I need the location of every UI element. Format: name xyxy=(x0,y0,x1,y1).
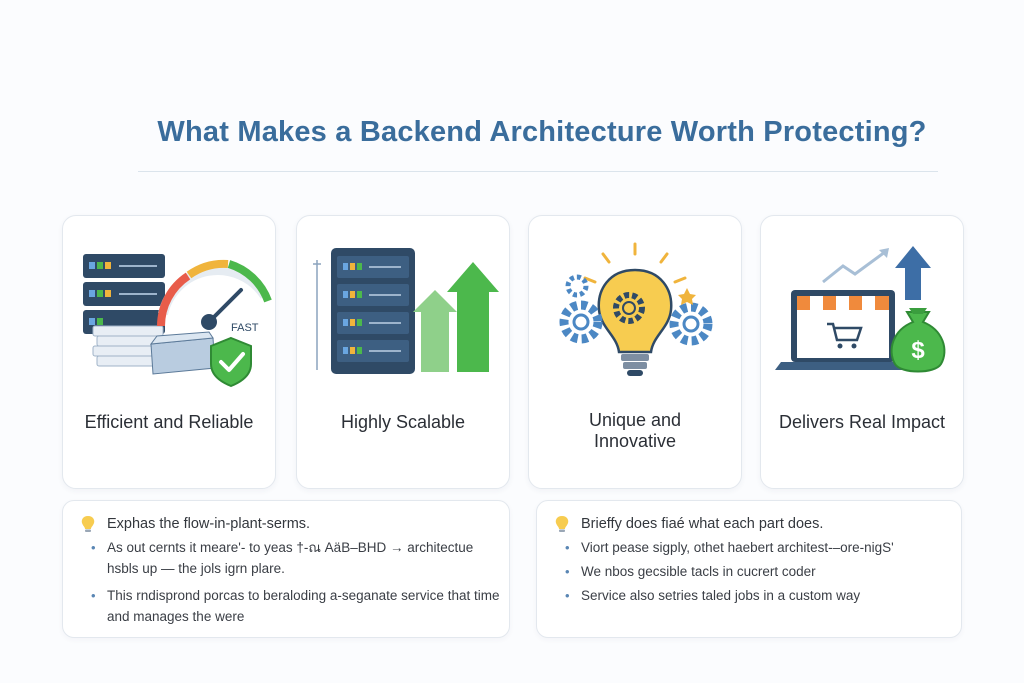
gauge-fast-text: FAST xyxy=(231,322,259,334)
list-item: As out cernts it meare'- to yeas †-ณ AäB… xyxy=(107,537,507,579)
card-label: Highly Scalable xyxy=(303,412,503,433)
list-item: Service also setries taled jobs in a cus… xyxy=(581,585,961,606)
laptop-storefront-icon xyxy=(775,290,911,370)
gear-icon xyxy=(674,307,708,341)
note-heading: Brieffy does fiaé what each part does. xyxy=(581,516,823,532)
server-speedometer-shield-icon: FAST xyxy=(63,216,275,396)
list-item: We nbos gecsible tacls in cucrert coder xyxy=(581,561,961,582)
trend-line-icon xyxy=(823,252,885,282)
lightbulb-icon xyxy=(81,515,95,533)
storefront-money-bag-icon: $ xyxy=(761,216,963,396)
list-item: This rndisprond porcas to beraloding a-s… xyxy=(107,585,507,627)
note-panel-right: Brieffy does fiaé what each part does. V… xyxy=(536,500,962,638)
gear-icon xyxy=(568,277,586,295)
arrow-up-icon xyxy=(895,246,931,300)
lightbulb-icon xyxy=(555,515,569,533)
growth-arrows-icon xyxy=(413,262,499,372)
lightbulb-gears-icon xyxy=(529,216,741,396)
money-bag-icon: $ xyxy=(892,308,945,372)
card-label: Unique and Innovative xyxy=(579,410,691,452)
svg-text:$: $ xyxy=(911,337,925,364)
server-stack-icon xyxy=(83,254,165,334)
card-delivers-real-impact: $ Delivers Real Impact xyxy=(760,215,964,489)
drive-icon xyxy=(151,332,215,374)
note-heading: Exphas the flow-in-plant-serms. xyxy=(107,516,310,532)
note-bullet-list: Viort pease sigply, othet haebert archit… xyxy=(565,537,961,609)
list-item: Viort pease sigply, othet haebert archit… xyxy=(581,537,961,558)
lightbulb-icon xyxy=(599,270,671,376)
server-rack-icon xyxy=(331,248,415,374)
card-label: Delivers Real Impact xyxy=(767,412,957,433)
note-panel-left: Exphas the flow-in-plant-serms. As out c… xyxy=(62,500,510,638)
card-unique-innovative: Unique and Innovative xyxy=(528,215,742,489)
server-growth-arrows-icon xyxy=(297,216,509,396)
page-title: What Makes a Backend Architecture Worth … xyxy=(0,116,1024,149)
card-label: Efficient and Reliable xyxy=(69,412,269,433)
shield-check-icon xyxy=(211,338,251,386)
card-highly-scalable: Highly Scalable xyxy=(296,215,510,489)
card-efficient-reliable: FAST Efficient and Reliable xyxy=(62,215,276,489)
title-divider xyxy=(138,171,938,172)
star-icon xyxy=(678,288,696,305)
note-bullet-list: As out cernts it meare'- to yeas †-ณ AäB… xyxy=(91,537,507,633)
speedometer-icon: FAST xyxy=(161,264,268,334)
gear-icon xyxy=(564,305,598,339)
